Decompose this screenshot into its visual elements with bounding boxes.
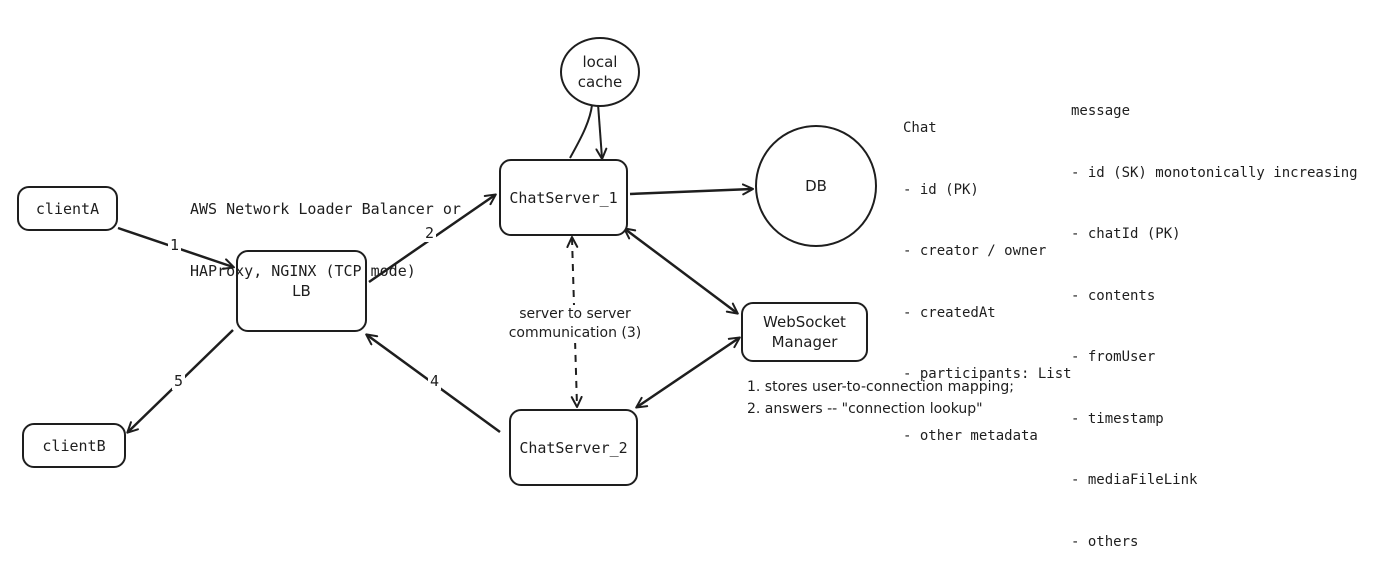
lb-note: AWS Network Loader Balancer or HAProxy, … bbox=[190, 158, 461, 302]
chat-server-1-label: ChatServer_1 bbox=[509, 188, 618, 207]
client-a-label: clientA bbox=[35, 199, 100, 218]
message-field: - chatId (PK) bbox=[1071, 226, 1181, 242]
local-cache-node: local cache bbox=[560, 37, 640, 107]
cache-server-arrow bbox=[595, 103, 608, 160]
chat-field: - creator / owner bbox=[903, 243, 1047, 259]
message-schema: message - id (SK) monotonically increasi… bbox=[1071, 60, 1358, 573]
message-field: - others bbox=[1071, 533, 1139, 550]
chat-field: - id (PK) bbox=[903, 181, 979, 198]
chat-server-2-node: ChatServer_2 bbox=[509, 409, 638, 486]
chat-field: - other metadata bbox=[903, 427, 1038, 444]
message-schema-title: message bbox=[1071, 103, 1131, 119]
client-b-label: clientB bbox=[42, 436, 106, 455]
websocket-note-line1: 1. stores user-to-connection mapping; bbox=[747, 379, 1014, 395]
server1-db-arrow bbox=[629, 183, 754, 196]
edge-1-label: 1 bbox=[168, 236, 182, 254]
edge-4-label: 4 bbox=[428, 372, 442, 390]
message-field: - fromUser bbox=[1071, 349, 1156, 365]
websocket-manager-label: WebSocket Manager bbox=[763, 313, 846, 351]
server2-ws-arrow bbox=[635, 336, 741, 409]
client-a-node: clientA bbox=[17, 186, 118, 231]
edge-2-label: 2 bbox=[423, 224, 437, 242]
websocket-note-line2: 2. answers -- "connection lookup" bbox=[747, 401, 983, 417]
websocket-manager-node: WebSocket Manager bbox=[741, 302, 868, 362]
chat-server-1-node: ChatServer_1 bbox=[499, 159, 628, 236]
chat-server-2-label: ChatServer_2 bbox=[519, 438, 628, 457]
chat-field: - participants: List bbox=[903, 366, 1072, 382]
message-field: - id (SK) monotonically increasing bbox=[1071, 164, 1358, 181]
lb-note-line2: HAProxy, NGINX (TCP mode) bbox=[190, 261, 416, 280]
lb-node: LB bbox=[236, 250, 367, 332]
server-to-server-label: server to server communication (3) bbox=[490, 305, 660, 343]
websocket-note: 1. stores user-to-connection mapping; 2.… bbox=[747, 376, 1014, 420]
db-node: DB bbox=[755, 125, 877, 247]
chat-field: - createdAt bbox=[903, 304, 996, 321]
message-field: - mediaFileLink bbox=[1071, 472, 1198, 488]
message-field: - timestamp bbox=[1071, 410, 1164, 427]
chat-schema: Chat - id (PK) - creator / owner - creat… bbox=[903, 77, 1072, 467]
chat-schema-title: Chat bbox=[903, 120, 937, 136]
lb-label: LB bbox=[292, 282, 311, 300]
cache-server-line bbox=[569, 104, 593, 159]
db-label: DB bbox=[805, 177, 827, 195]
lb-note-line1: AWS Network Loader Balancer or bbox=[190, 200, 461, 219]
client-b-node: clientB bbox=[22, 423, 126, 468]
edge-5-label: 5 bbox=[172, 372, 186, 390]
local-cache-label: local cache bbox=[577, 53, 623, 91]
message-field: - contents bbox=[1071, 287, 1156, 304]
server1-ws-arrow bbox=[623, 227, 739, 315]
